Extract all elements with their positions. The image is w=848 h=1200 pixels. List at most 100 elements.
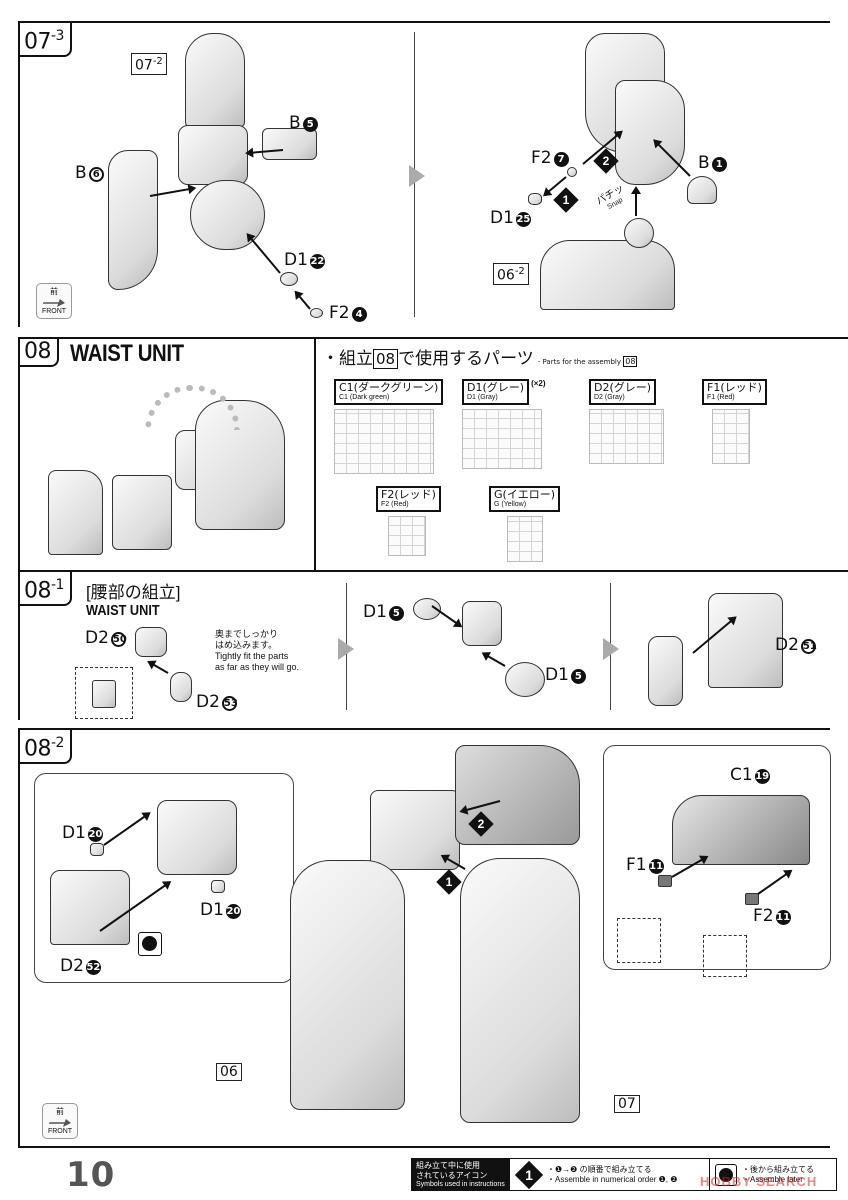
waist-unit-preview-hose [145,385,240,430]
step-number: 07 [24,29,52,55]
cap-f2-illustration [310,308,323,318]
legend-later-entry: ・後から組み立てる ・Assemble later [710,1159,836,1190]
runner-letter: D1 [284,250,308,270]
parts-heading-en: - Parts for the assembly 08 [538,356,638,367]
runner-letter: B [75,163,87,183]
hip-joint-illustration [157,800,237,875]
part-number-badge: 5 [570,669,586,684]
order-number: 2 [477,817,485,831]
step-08-1-left-border [18,570,20,720]
fit-note-jp-2: はめ込みます。 [215,640,278,650]
part-f2-11-illustration [745,893,759,905]
order-diamond-number: 1 [525,1166,533,1183]
parts-heading-prefix: ・組立 [322,349,373,369]
runner-letter: D1 [545,665,569,685]
runner-d1: D1(グレー)D1 (Gray)(×2) [462,379,546,469]
foot-base-illustration [540,240,675,310]
runner-sprue-image [388,516,426,556]
part-number-badge: 22 [309,254,325,269]
runner-letter: C1 [730,765,753,785]
leg-part-illustration [185,33,245,128]
step-08-top-border [18,337,848,339]
ref-number: 06 [497,267,515,284]
cap-b1-illustration [687,176,717,204]
front-direction-icon: 前 FRONT [42,1103,78,1139]
runner-name-en: C1 (Dark green) [339,394,390,401]
shin-illustration [615,80,685,185]
part-number-badge: 52 [85,960,101,975]
joint-assembled-illustration [648,636,683,706]
runner-sprue-image [462,409,542,469]
legend-order-en: ・Assemble in numerical order ❶, ❷ [547,1174,678,1184]
runner-name-en: D1 (Gray) [467,394,498,401]
order-number: 2 [602,154,610,168]
runner-letter: F2 [329,303,350,323]
ref-sub: -2 [514,266,525,277]
front-kanji: 前 [50,287,58,296]
runner-name-en: F2 (Red) [381,501,409,508]
fit-note-en-1: Tightly fit the parts [215,651,289,661]
runner-name-jp: G(イエロー) [494,488,555,501]
arrow-snap [635,188,637,216]
part-d1-20-b-illustration [211,880,225,893]
legend-heading-en: Symbols used in instructions [416,1181,505,1188]
runner-label: D2(グレー)D2 (Gray) [589,379,657,405]
ankle-joint-illustration [624,218,654,248]
runner-name-jp: F2(レッド) [381,488,436,501]
runner-multiplier: (×2) [531,379,546,388]
part-number-badge: 20 [87,827,103,842]
ref-sub: -2 [152,56,163,67]
runner-letter: B [289,113,301,133]
arrow-d2-53 [148,661,169,674]
order-marker-2: 2 [468,811,494,837]
step-sub-number: -1 [51,577,64,593]
legend-heading-jp-1: 組み立て中に使用 [416,1161,480,1170]
part-number-badge: 51 [800,639,817,654]
arrow-d1-5-b [482,652,506,667]
next-step-arrow-icon [603,638,619,660]
runner-letter: D1 [363,602,387,622]
part-d2-50-illustration [135,627,167,657]
parts-heading-en-step: 08 [623,356,638,367]
runner-g: G(イエロー)G (Yellow) [489,486,560,562]
step-08-left-border [18,337,20,570]
order-marker-1: 1 [553,187,579,213]
cap-f2-7-illustration [567,167,577,177]
runner-letter: D2 [60,956,84,976]
part-d1-5-b-illustration [505,662,545,697]
order-marker-2: 2 [593,148,619,174]
part-number-badge: 7 [553,152,569,167]
step-number: 08 [24,736,52,762]
leg-lower-illustration [178,125,248,185]
runner-name-en: G (Yellow) [494,501,527,508]
watermark: HOBBY SEARCH [700,1174,818,1189]
part-c1-19-illustration [672,795,810,865]
cap-d1-illustration [280,272,298,286]
step-number: 08 [24,339,52,364]
part-number-badge: 50 [110,632,127,647]
runner-name-en: F1 (Red) [707,394,735,401]
f1-inset-box [617,918,661,963]
runner-f1: F1(レッド)F1 (Red) [702,379,767,464]
part-number-badge: 53 [221,696,238,711]
runner-d2: D2(グレー)D2 (Gray) [589,379,664,464]
runner-sprue-image [507,516,543,562]
part-number-badge: 5 [302,117,318,132]
step-08-title: WAIST UNIT [70,340,184,367]
runner-label: G(イエロー)G (Yellow) [489,486,560,512]
part-number-badge: 20 [225,904,241,919]
runner-label: C1(ダークグリーン)C1 (Dark green) [334,379,444,405]
left-leg-illustration [290,860,405,1110]
legend-order-entry: 1 ・❶→❷ の順番で組み立てる ・Assemble in numerical … [510,1159,710,1190]
runner-label: D1(グレー)D1 (Gray) [462,379,530,405]
